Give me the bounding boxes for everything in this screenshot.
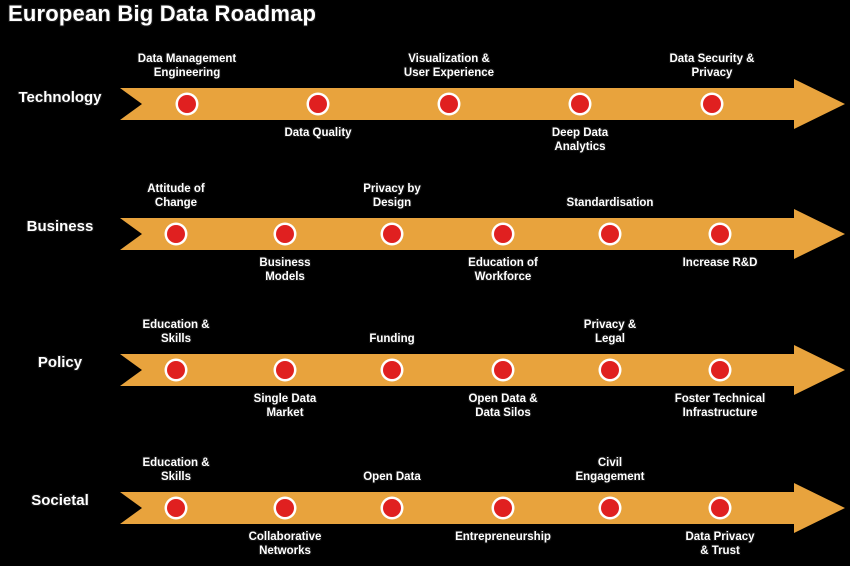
- milestone-label-line: Attitude of: [147, 183, 205, 195]
- milestone-label: Open Data: [297, 470, 487, 484]
- milestone-label-line: User Experience: [403, 67, 495, 79]
- milestone-dot[interactable]: [276, 361, 294, 379]
- milestone-label-line: Design: [372, 197, 412, 209]
- milestone-dot[interactable]: [601, 499, 619, 517]
- milestone-dot[interactable]: [601, 225, 619, 243]
- milestone-label-line: Market: [266, 407, 304, 419]
- milestone-label-line: Entrepreneurship: [455, 531, 551, 543]
- track-label-technology: Technology: [18, 89, 102, 106]
- milestone-label-line: Data Quality: [284, 127, 352, 139]
- track-label-policy: Policy: [37, 354, 83, 371]
- milestone-label-line: Civil: [597, 457, 623, 469]
- milestone-dot[interactable]: [494, 499, 512, 517]
- milestone-label: Education of Workforce: [408, 256, 598, 284]
- milestone-label-line: Education &: [142, 319, 210, 331]
- milestone-label-line: Engineering: [153, 67, 221, 79]
- milestone-label: Standardisation: [515, 196, 705, 210]
- milestone-label-line: Change: [154, 197, 198, 209]
- milestone-label: Visualization & User Experience: [354, 52, 544, 80]
- milestone-dot[interactable]: [383, 499, 401, 517]
- milestone-label-line: Visualization &: [408, 53, 490, 65]
- milestone-label-line: Collaborative: [248, 531, 322, 543]
- milestone-label: Privacy & Legal: [515, 318, 705, 346]
- milestone-label-line: Privacy: [691, 67, 733, 79]
- milestone-label: Open Data & Data Silos: [408, 392, 598, 420]
- milestone-label-line: Data Privacy: [685, 531, 755, 543]
- milestone-label-line: Open Data &: [468, 393, 538, 405]
- milestone-dot[interactable]: [167, 499, 185, 517]
- milestone-label-line: Privacy by: [363, 183, 421, 195]
- milestone-label: Education & Skills: [81, 318, 271, 346]
- milestone-label-line: Single Data: [253, 393, 317, 405]
- milestone-dot[interactable]: [711, 361, 729, 379]
- milestone-label: Data Privacy & Trust: [625, 530, 815, 558]
- milestone-dot[interactable]: [383, 361, 401, 379]
- milestone-dot[interactable]: [309, 95, 327, 113]
- milestone-dot[interactable]: [276, 225, 294, 243]
- milestone-label: Entrepreneurship: [408, 530, 598, 544]
- milestone-label-line: Infrastructure: [682, 407, 758, 419]
- milestone-label-line: Engagement: [575, 471, 645, 483]
- milestone-label-line: Foster Technical: [674, 393, 766, 405]
- milestone-label-line: Legal: [594, 333, 626, 345]
- milestone-dot[interactable]: [601, 361, 619, 379]
- milestone-label-line: Education of: [468, 257, 538, 269]
- milestone-dot[interactable]: [276, 499, 294, 517]
- milestone-label-line: Increase R&D: [682, 257, 758, 269]
- milestone-label-line: Models: [265, 271, 305, 283]
- milestone-label-line: Skills: [160, 333, 192, 345]
- milestone-label-line: Networks: [259, 545, 311, 557]
- milestone-dot[interactable]: [167, 225, 185, 243]
- milestone-dot[interactable]: [703, 95, 721, 113]
- milestone-label-line: & Trust: [700, 545, 740, 557]
- milestone-dot[interactable]: [494, 225, 512, 243]
- milestone-label-line: Data Security &: [669, 53, 755, 65]
- milestone-label-line: Deep Data: [551, 127, 609, 139]
- milestone-label-line: Data Silos: [475, 407, 531, 419]
- milestone-dot[interactable]: [383, 225, 401, 243]
- milestone-dot[interactable]: [440, 95, 458, 113]
- milestone-label: Education & Skills: [81, 456, 271, 484]
- milestone-label-line: Funding: [369, 333, 415, 345]
- milestone-label-line: Education &: [142, 457, 210, 469]
- milestone-label: Data Quality: [223, 126, 413, 140]
- milestone-dot[interactable]: [178, 95, 196, 113]
- track-label-societal: Societal: [31, 492, 89, 509]
- milestone-label-line: Open Data: [363, 471, 421, 483]
- milestone-label-line: Business: [259, 257, 311, 269]
- milestone-label: Funding: [297, 332, 487, 346]
- milestone-label: Data Security & Privacy: [617, 52, 807, 80]
- milestone-label-line: Analytics: [554, 141, 606, 153]
- track-label-business: Business: [26, 218, 94, 235]
- milestone-dot[interactable]: [167, 361, 185, 379]
- page-title: European Big Data Roadmap: [8, 1, 317, 26]
- milestone-dot[interactable]: [571, 95, 589, 113]
- milestone-label: Increase R&D: [625, 256, 815, 270]
- milestone-label-line: Standardisation: [566, 197, 654, 209]
- milestone-label-line: Data Management: [137, 53, 237, 65]
- milestone-dot[interactable]: [494, 361, 512, 379]
- milestone-label: Attitude of Change: [81, 182, 271, 210]
- milestone-dot[interactable]: [711, 225, 729, 243]
- milestone-label-line: Privacy &: [583, 319, 637, 331]
- milestone-label: Privacy by Design: [297, 182, 487, 210]
- milestone-dot[interactable]: [711, 499, 729, 517]
- milestone-label-line: Skills: [160, 471, 192, 483]
- milestone-label-line: Workforce: [474, 271, 532, 283]
